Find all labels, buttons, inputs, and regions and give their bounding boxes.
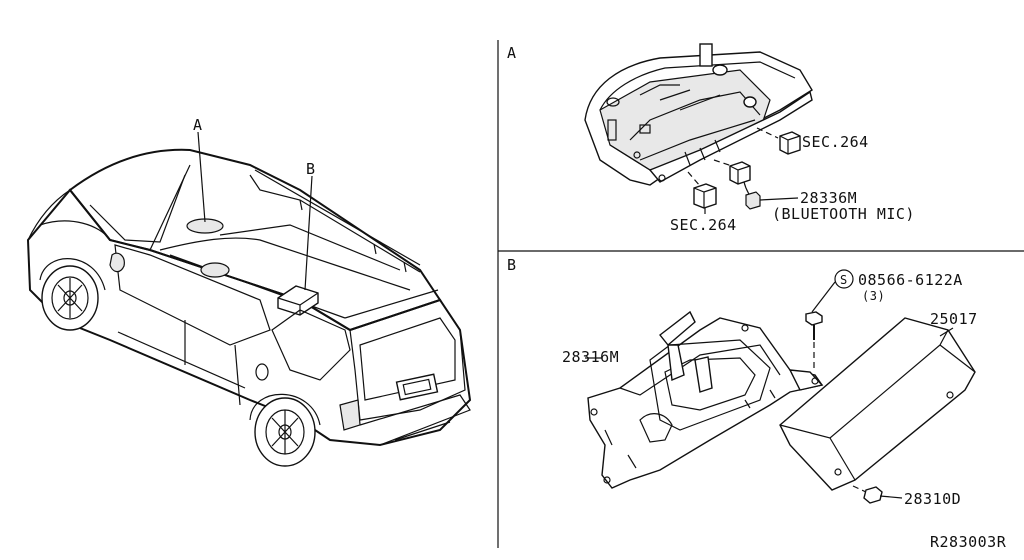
bracket-part-number: 28316M <box>562 348 619 366</box>
sec-bottom-dash <box>687 171 701 187</box>
callout-a-label: A <box>193 116 203 134</box>
overhead-console <box>584 43 813 186</box>
callout-a-leader <box>197 131 206 223</box>
screw-part-number: 28310D <box>904 490 961 508</box>
bolt-quantity: (3) <box>862 289 885 303</box>
sec-bottom-label: SEC.264 <box>670 216 737 234</box>
bolt-part-number: 08566-6122A <box>858 271 963 289</box>
control-unit <box>779 317 976 491</box>
mic-part-desc: (BLUETOOTH MIC) <box>772 205 915 223</box>
sec-connector-bottom <box>693 183 717 214</box>
section-a-label: A <box>507 44 517 62</box>
sec-top-dash <box>756 127 779 139</box>
vehicle-illustration <box>26 148 472 467</box>
mounting-bracket <box>587 310 824 489</box>
unit-part-number: 25017 <box>930 310 978 328</box>
bolt-leader <box>811 281 836 313</box>
callout-b-leader <box>304 175 313 291</box>
section-b-label: B <box>507 256 517 274</box>
drawing-code: R283003R <box>930 533 1007 551</box>
sec-connector-top <box>779 131 801 155</box>
unit-leader <box>939 327 954 337</box>
callout-b-label: B <box>306 160 316 178</box>
bluetooth-mic-connector <box>729 161 799 210</box>
sec-top-label: SEC.264 <box>802 133 869 151</box>
bolt <box>805 311 823 372</box>
bolt-symbol: S <box>840 273 848 287</box>
screw <box>852 485 903 504</box>
mic-part-number: 28336M <box>800 189 857 207</box>
bolt-symbol-circle <box>834 269 854 289</box>
